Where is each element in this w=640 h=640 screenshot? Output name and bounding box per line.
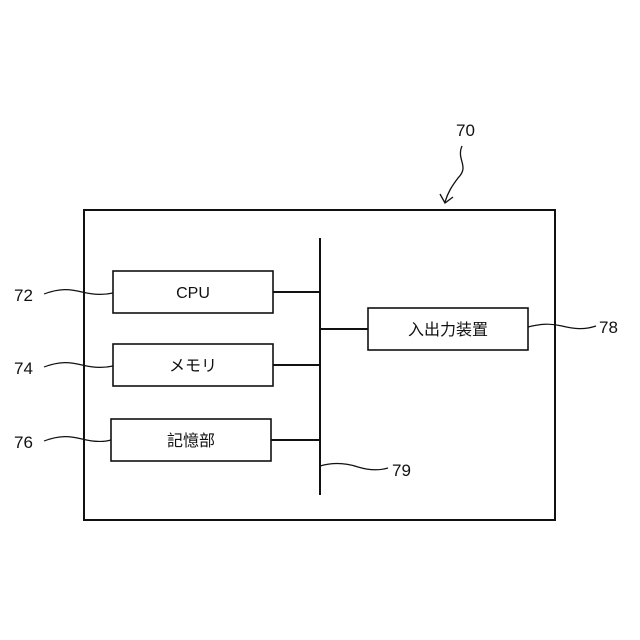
io-device-label: 入出力装置	[408, 320, 488, 339]
device-reference-arrow	[440, 146, 463, 203]
storage-block: 記憶部	[111, 419, 271, 461]
memory-reference-label: 74	[14, 359, 33, 378]
cpu-label: CPU	[176, 285, 210, 302]
cpu-block: CPU	[113, 271, 273, 313]
cpu-reference-label: 72	[14, 286, 33, 305]
memory-leader-line	[44, 363, 113, 368]
cpu-leader-line	[44, 290, 113, 295]
io-device-block: 入出力装置	[368, 308, 528, 350]
memory-label: メモリ	[169, 356, 217, 375]
io-device-leader-line	[528, 324, 596, 328]
bus-leader-line	[320, 463, 388, 469]
storage-leader-line	[44, 437, 111, 442]
storage-reference-label: 76	[14, 433, 33, 452]
memory-block: メモリ	[113, 344, 273, 386]
io-device-reference-label: 78	[599, 318, 618, 337]
storage-label: 記憶部	[167, 431, 215, 450]
bus-reference-label: 79	[392, 461, 411, 480]
device-reference-label: 70	[456, 121, 475, 140]
